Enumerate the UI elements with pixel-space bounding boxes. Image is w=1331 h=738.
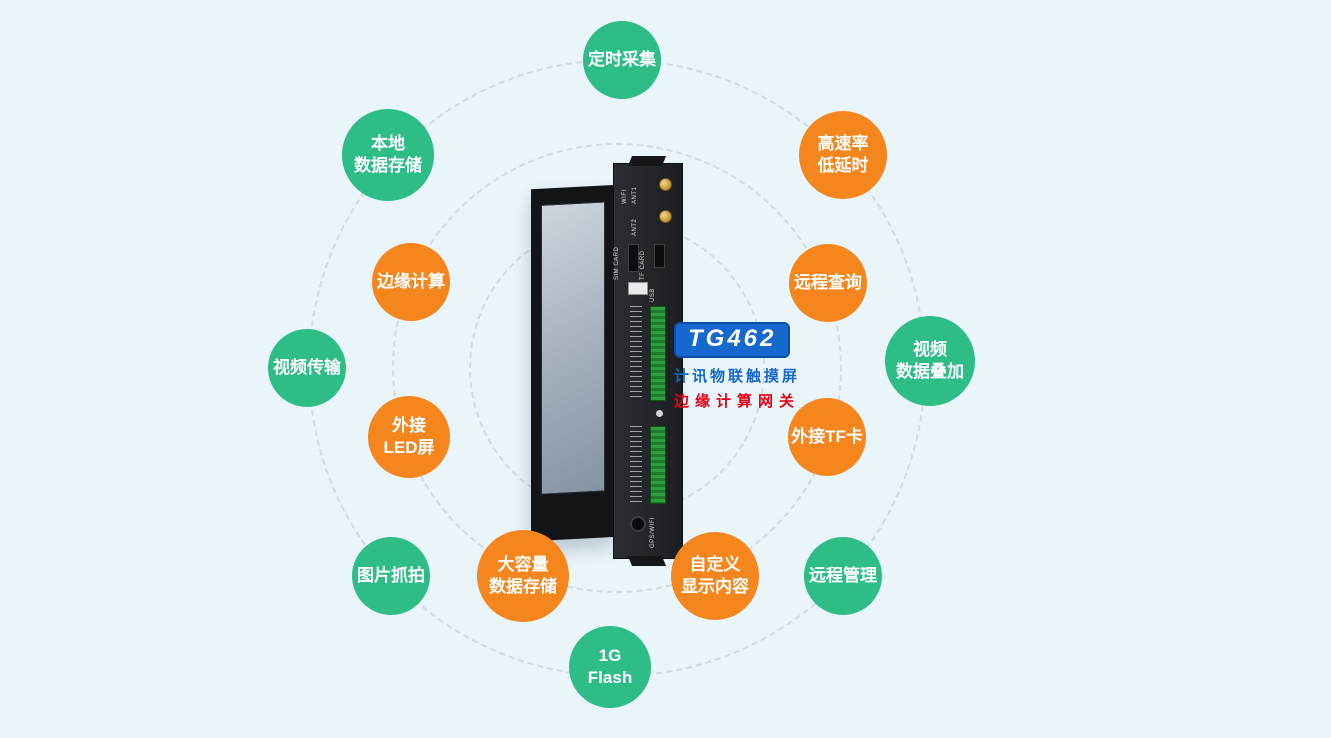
mounting-flange-bottom xyxy=(627,556,667,566)
feature-bubble-external-led: 外接 LED屏 xyxy=(368,396,450,478)
feature-bubble-high-speed: 高速率 低延时 xyxy=(799,111,887,199)
brand-block: TG462 计讯物联触摸屏 边缘计算网关 xyxy=(674,322,800,411)
model-badge: TG462 xyxy=(674,322,791,358)
feature-bubble-image-capture: 图片抓拍 xyxy=(352,537,430,615)
brand-line2: 边缘计算网关 xyxy=(674,393,801,410)
tf-card-label: TF CARD xyxy=(640,250,646,281)
feature-bubble-local-storage: 本地 数据存储 xyxy=(342,109,434,201)
device-screen xyxy=(541,201,605,495)
feature-bubble-video-transmission: 视频传输 xyxy=(268,329,346,407)
mounting-flange-top xyxy=(627,156,667,166)
device-image: WIFI ANT1 ANT2 SIM CARD TF CARD USB GPS/… xyxy=(531,156,683,566)
feature-bubble-custom-display: 自定义 显示内容 xyxy=(671,532,759,620)
sim-card-slot xyxy=(628,244,639,272)
terminal-block-upper xyxy=(650,306,666,401)
feature-bubble-external-tf-card: 外接TF卡 xyxy=(788,398,866,476)
feature-bubble-timed-collection: 定时采集 xyxy=(583,21,661,99)
antenna-connector-1-icon xyxy=(659,178,672,191)
feature-bubble-edge-computing: 边缘计算 xyxy=(372,243,450,321)
device-port-panel: WIFI ANT1 ANT2 SIM CARD TF CARD USB GPS/… xyxy=(613,156,683,566)
pin-labels-lower xyxy=(630,426,642,504)
feature-bubble-video-overlay: 视频 数据叠加 xyxy=(885,316,975,406)
feature-bubble-remote-query: 远程查询 xyxy=(789,244,867,322)
wifi-label: WIFI xyxy=(622,189,628,204)
terminal-block-lower xyxy=(650,426,666,504)
feature-bubble-large-storage: 大容量 数据存储 xyxy=(477,530,569,622)
feature-bubble-remote-management: 远程管理 xyxy=(804,537,882,615)
usb-port xyxy=(628,282,648,295)
sim-card-label: SIM CARD xyxy=(614,246,620,280)
ant2-label: ANT2 xyxy=(632,218,638,236)
device-front-face xyxy=(531,185,613,542)
gps-wifi-label: GPS/WIFI xyxy=(650,517,656,548)
feature-bubble-1g-flash: 1G Flash xyxy=(569,626,651,708)
pin-labels-upper xyxy=(630,306,642,401)
antenna-connector-2-icon xyxy=(659,210,672,223)
screw-icon xyxy=(656,410,663,417)
usb-label: USB xyxy=(650,288,656,302)
ant1-label: ANT1 xyxy=(632,186,638,204)
tf-card-slot xyxy=(654,244,665,268)
gps-connector-icon xyxy=(630,516,646,532)
brand-line1: 计讯物联触摸屏 xyxy=(674,368,801,385)
